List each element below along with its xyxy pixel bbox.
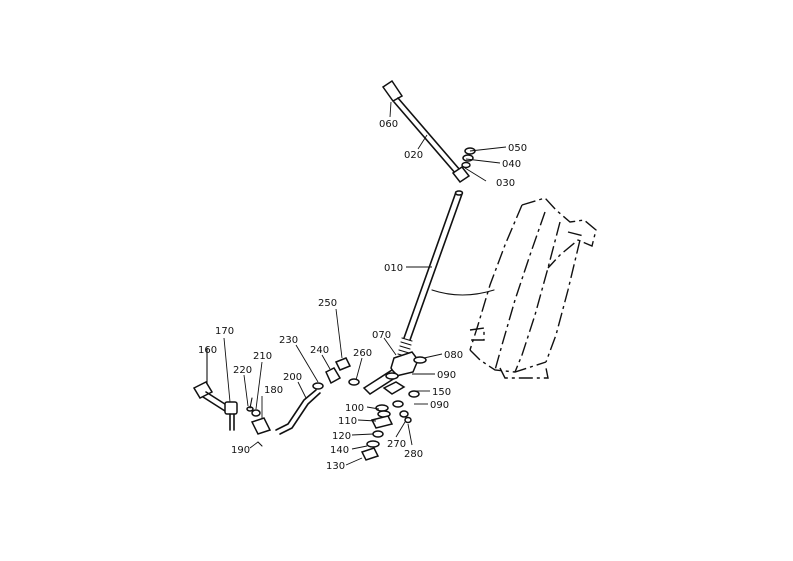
callout-230: 230 xyxy=(279,335,298,346)
callout-120: 120 xyxy=(332,431,351,442)
left-lever xyxy=(192,347,272,447)
callout-150: 150 xyxy=(432,387,451,398)
callout-090-upper: 090 xyxy=(437,370,456,381)
upper-lever xyxy=(381,79,471,184)
callout-240: 240 xyxy=(310,345,329,356)
callout-060: 060 xyxy=(379,119,398,130)
assembly-arc xyxy=(431,289,495,296)
callout-260: 260 xyxy=(353,348,372,359)
callout-220: 220 xyxy=(233,365,252,376)
main-shaft xyxy=(397,190,464,358)
callout-040: 040 xyxy=(502,159,521,170)
callout-100: 100 xyxy=(345,403,364,414)
callout-080: 080 xyxy=(444,350,463,361)
callout-160: 160 xyxy=(198,345,217,356)
leader-lines xyxy=(223,101,507,466)
callout-070: 070 xyxy=(372,330,391,341)
callout-030: 030 xyxy=(496,178,515,189)
callout-250: 250 xyxy=(318,298,337,309)
callout-200: 200 xyxy=(283,372,302,383)
callout-labels: 010 020 030 040 050 060 070 080 090 150 … xyxy=(198,119,527,472)
callout-130: 130 xyxy=(326,461,345,472)
callout-210: 210 xyxy=(253,351,272,362)
column-housing xyxy=(469,197,597,379)
callout-090-lower: 090 xyxy=(430,400,449,411)
lower-stack xyxy=(360,404,412,461)
callout-050: 050 xyxy=(508,143,527,154)
callout-010: 010 xyxy=(384,263,403,274)
callout-280: 280 xyxy=(404,449,423,460)
callout-110: 110 xyxy=(338,416,357,427)
callout-170: 170 xyxy=(215,326,234,337)
linkage-rod xyxy=(275,357,360,435)
callout-140: 140 xyxy=(330,445,349,456)
callout-020: 020 xyxy=(404,150,423,161)
lower-bracket xyxy=(362,351,427,408)
callout-180: 180 xyxy=(264,385,283,396)
callout-190: 190 xyxy=(231,445,250,456)
callout-270: 270 xyxy=(387,439,406,450)
